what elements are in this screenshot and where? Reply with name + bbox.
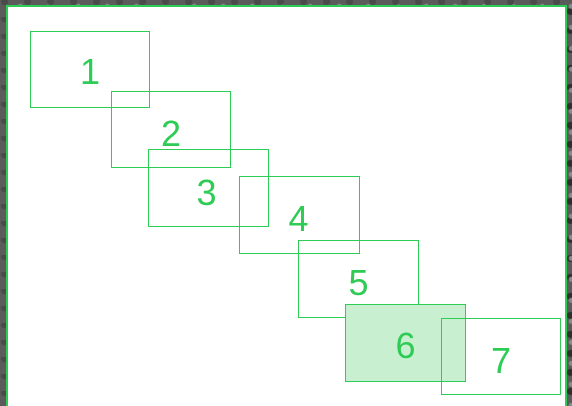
window-label-4: 4 <box>288 201 308 237</box>
window-label-1: 1 <box>80 54 100 90</box>
window-label-5: 5 <box>348 265 368 301</box>
window-label-3: 3 <box>196 175 216 211</box>
window-label-2: 2 <box>161 116 181 152</box>
workspace-canvas: 1 2 3 4 5 6 7 <box>6 5 567 406</box>
window-tile-7[interactable]: 7 <box>441 318 561 395</box>
window-label-6: 6 <box>395 328 415 364</box>
window-label-7: 7 <box>491 343 511 379</box>
